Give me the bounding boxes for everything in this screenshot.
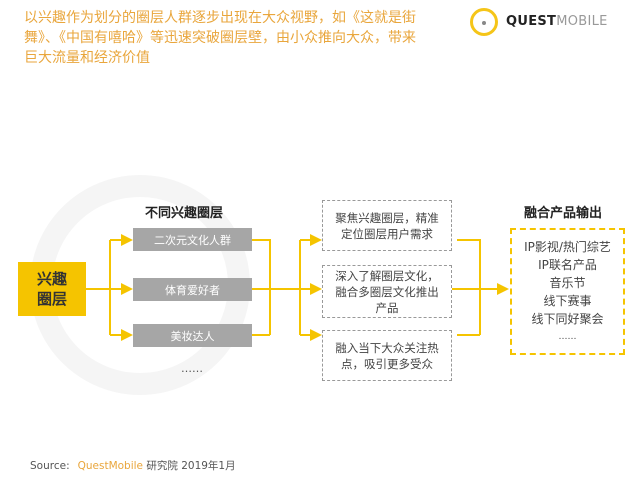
source-note: Source: QuestMobile 研究院 2019年1月 <box>30 458 236 473</box>
root-node: 兴趣圈层 <box>18 262 86 316</box>
groups-header: 不同兴趣圈层 <box>145 206 224 221</box>
logo-dot <box>482 21 486 25</box>
group-node: 美妆达人 <box>133 324 252 347</box>
strategy-box: 聚焦兴趣圈层，精准定位圈层用户需求 <box>322 200 452 251</box>
root-connector <box>86 240 111 335</box>
output-item: 音乐节 <box>549 276 586 290</box>
logo-light: MOBILE <box>556 14 608 29</box>
source-label: Source: <box>30 460 70 472</box>
output-item: IP影视/热门综艺 <box>524 240 611 254</box>
questmobile-logo: QUESTMOBILE <box>470 6 630 42</box>
output-item: 线下赛事 <box>543 294 592 308</box>
group-node: 体育爱好者 <box>133 278 252 301</box>
output-item: …… <box>558 332 577 342</box>
logo-bold: QUEST <box>506 14 557 29</box>
groups-connector <box>252 239 301 336</box>
group-node: 二次元文化人群 <box>133 228 252 251</box>
logo-text: QUESTMOBILE <box>506 14 608 29</box>
output-box: IP影视/热门综艺 IP联名产品 音乐节 线下赛事 线下同好聚会 …… <box>510 228 625 355</box>
source-rest: 研究院 2019年1月 <box>146 460 236 472</box>
source-org: QuestMobile <box>77 460 144 472</box>
output-header: 融合产品输出 <box>524 206 603 221</box>
strategy-box: 深入了解圈层文化，融合多圈层文化推出产品 <box>322 265 452 318</box>
groups-more: …… <box>181 362 203 375</box>
strategy-box: 融入当下大众关注热点，吸引更多受众 <box>322 330 452 381</box>
strategies-connector <box>457 239 481 336</box>
page-title: 以兴趣作为划分的圈层人群逐步出现在大众视野，如《这就是街舞》、《中国有嘻哈》等迅… <box>24 10 416 66</box>
output-item: IP联名产品 <box>538 258 597 272</box>
logo-ring-icon <box>470 8 498 36</box>
output-item: 线下同好聚会 <box>531 312 604 326</box>
